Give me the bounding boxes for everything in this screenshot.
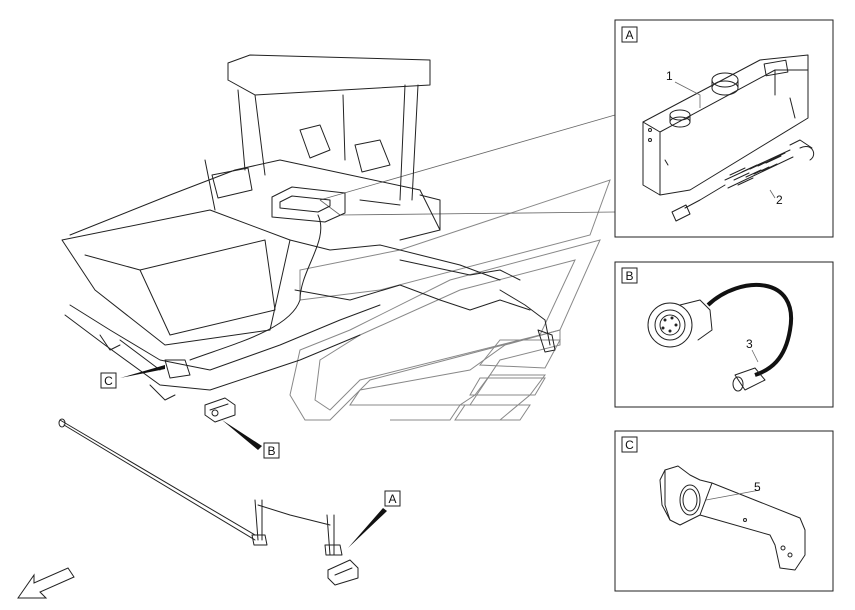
callout-b: B (263, 442, 280, 459)
leader-lines (319, 114, 616, 216)
callout-c-label: C (104, 374, 113, 388)
callout-a: A (384, 490, 401, 507)
part-2-label: 2 (776, 193, 783, 207)
callout-a-label: A (388, 492, 396, 506)
bracket-b-part (204, 397, 236, 423)
part-1-label: 1 (666, 69, 673, 83)
arrow-down-left-icon (17, 567, 75, 599)
part-3-label: 3 (746, 337, 753, 351)
panel-c-label: C (625, 438, 634, 452)
rod-assembly (58, 418, 359, 586)
paver-machine (61, 54, 556, 401)
callout-c: C (100, 372, 117, 389)
callout-pointers (120, 365, 387, 548)
part-5-label: 5 (754, 480, 761, 494)
detail-panel-b: B 3 (614, 261, 834, 408)
detail-panel-c: C 5 (614, 430, 834, 592)
panel-b-label: B (625, 269, 633, 283)
watermark (289, 179, 611, 421)
detail-panel-a: A 1 2 (614, 19, 834, 238)
callout-b-label: B (267, 444, 275, 458)
panel-a-label: A (625, 28, 633, 42)
